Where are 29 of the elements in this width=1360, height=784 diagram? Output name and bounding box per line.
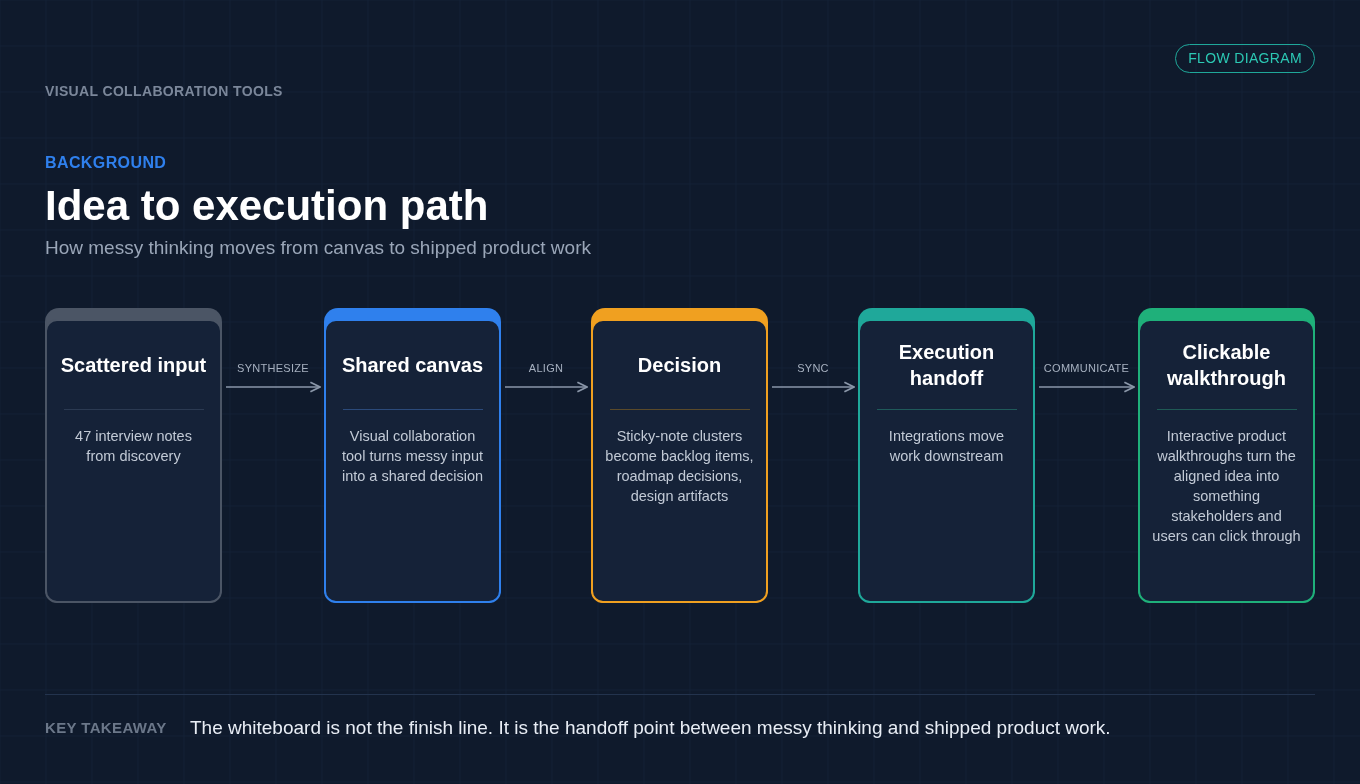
- subtitle-text: VISUAL COLLABORATION TOOLS: [45, 82, 283, 101]
- edge-label: SYNTHESIZE: [237, 361, 309, 376]
- process-card: [858, 308, 1035, 603]
- card-title: Execution handoff: [897, 340, 996, 391]
- process-card: [324, 308, 501, 603]
- arrow: [225, 381, 321, 393]
- card-description: Sticky-note clusters become backlog items, roadmap decisions, design artifacts: [605, 427, 754, 506]
- card-title: Decision: [637, 353, 722, 378]
- edge-label: COMMUNICATE: [1043, 361, 1130, 376]
- process-card: [45, 308, 222, 603]
- arrow: [1038, 381, 1135, 393]
- card-title: Scattered input: [60, 353, 207, 378]
- arrow: [504, 381, 588, 393]
- description-text: How messy thinking moves from canvas to shipped product work: [45, 236, 591, 260]
- process-card: [1138, 308, 1315, 603]
- edge-label: ALIGN: [528, 361, 564, 376]
- takeaway-text: The whiteboard is not the finish line. It is the handoff point between messy thinking and shipped product work.: [190, 716, 1111, 740]
- process-card: [591, 308, 768, 603]
- section-label: BACKGROUND: [45, 153, 167, 173]
- diagram-title: Idea to execution path: [45, 181, 489, 231]
- arrow: [771, 381, 855, 393]
- takeaway-label: KEY TAKEAWAY: [45, 718, 167, 738]
- card-description: Visual collaboration tool turns messy input into a shared decision: [340, 427, 485, 486]
- edge-label: SYNC: [797, 361, 829, 376]
- card-title: Shared canvas: [341, 353, 484, 378]
- card-description: Integrations move work downstream: [887, 427, 1006, 466]
- card-title: Clickable walkthrough: [1166, 340, 1287, 391]
- card-description: Interactive product walkthroughs turn the aligned idea into something stakeholders and users can click through: [1152, 427, 1301, 546]
- card-description: 47 interview notes from discovery: [74, 427, 193, 466]
